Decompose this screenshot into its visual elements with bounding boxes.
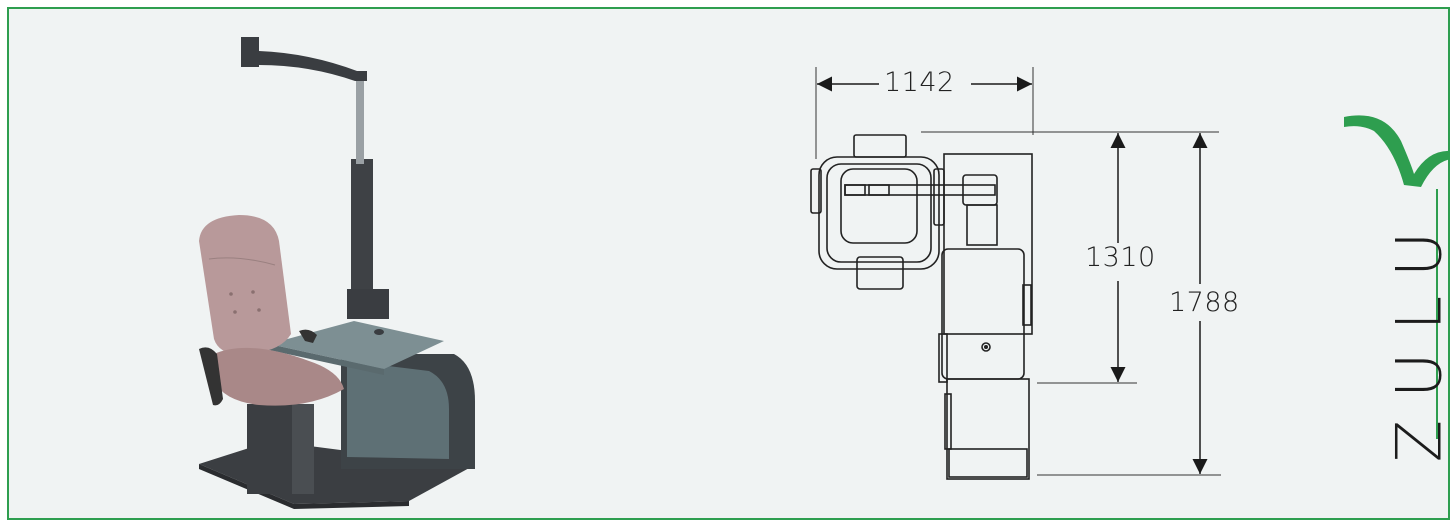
backrest-button xyxy=(229,292,233,296)
width-dimension-label: 1142 xyxy=(884,67,955,98)
brand-logo: ZULU xyxy=(1379,101,1450,463)
backrest-button xyxy=(233,310,237,314)
base-platform-edge xyxy=(199,464,294,509)
top-view-knob xyxy=(984,345,988,349)
backrest-button xyxy=(251,290,255,294)
total-height-dimension-label: 1788 xyxy=(1169,287,1240,318)
stand-pole xyxy=(356,79,364,164)
backrest-seam xyxy=(208,257,276,266)
armrest-left xyxy=(199,347,223,406)
exam-chair-illustration xyxy=(199,37,475,509)
base-platform-front xyxy=(294,501,409,509)
chair-seat xyxy=(214,347,344,406)
chair-pedestal xyxy=(247,404,295,494)
table-top-edge xyxy=(269,344,384,375)
inner-height-dimension-label: 1310 xyxy=(1085,242,1156,273)
top-view-outline xyxy=(810,134,1033,480)
dimension-drawing xyxy=(810,67,1448,480)
table-hole xyxy=(374,329,384,335)
overhead-arm xyxy=(241,37,367,81)
cabinet-front xyxy=(347,361,449,459)
stand-housing xyxy=(347,289,389,319)
armrest-right xyxy=(299,329,317,343)
stand-column xyxy=(351,159,373,309)
product-panel: 1142 1310 1788 ZULU xyxy=(7,7,1450,520)
chair-backrest xyxy=(199,215,291,354)
brand-name: ZULU xyxy=(1382,209,1450,463)
backrest-button xyxy=(257,308,261,312)
brand-swoosh-icon xyxy=(1344,115,1448,187)
chair-pedestal-side xyxy=(292,404,314,494)
